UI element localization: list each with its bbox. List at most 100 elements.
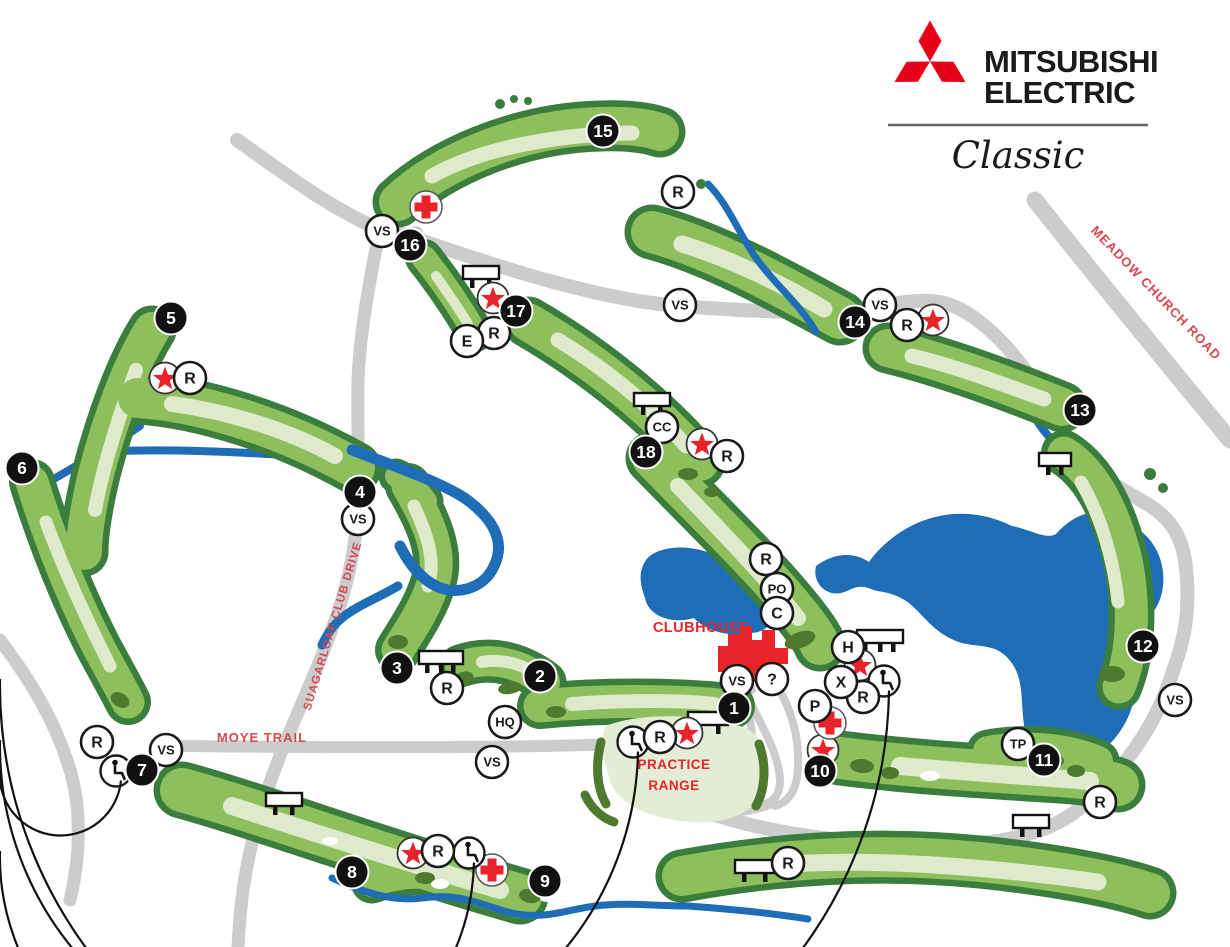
svg-text:R: R bbox=[654, 730, 666, 747]
marker-R: R bbox=[660, 174, 696, 210]
hole-marker-17: 17 bbox=[498, 293, 534, 329]
marker-R: R bbox=[476, 315, 512, 351]
area-label-practice-range: PRACTICE bbox=[637, 757, 710, 772]
marker-VS: VS bbox=[474, 744, 510, 780]
hole-marker-1: 1 bbox=[716, 690, 752, 726]
marker-HQ: HQ bbox=[487, 704, 523, 740]
svg-text:R: R bbox=[782, 856, 794, 873]
fairway-landing-area bbox=[891, 757, 1099, 790]
svg-text:7: 7 bbox=[137, 760, 147, 780]
fairways bbox=[9, 100, 1177, 925]
svg-text:10: 10 bbox=[810, 761, 830, 781]
creek-hole3-tail bbox=[317, 581, 403, 650]
marker-VS: VS bbox=[364, 213, 400, 249]
tree bbox=[1144, 468, 1156, 480]
svg-text:8: 8 bbox=[347, 862, 357, 882]
svg-text:R: R bbox=[1094, 795, 1106, 812]
main-lake bbox=[815, 512, 1164, 765]
marker-VS: VS bbox=[1157, 682, 1193, 718]
bush bbox=[110, 692, 130, 708]
svg-text:2: 2 bbox=[535, 666, 545, 686]
marker-VS: VS bbox=[862, 287, 898, 323]
marker-VS: VS bbox=[148, 732, 184, 768]
concession-star-icon bbox=[916, 303, 950, 337]
grandstand-icon bbox=[1037, 451, 1073, 475]
svg-text:R: R bbox=[91, 735, 103, 752]
marker-P: P bbox=[797, 688, 833, 724]
fairway-landing-area bbox=[565, 694, 721, 711]
logo-tagline: Classic bbox=[952, 134, 1085, 177]
svg-text:X: X bbox=[836, 675, 847, 692]
marker-R: R bbox=[172, 360, 208, 396]
grandstand-icon bbox=[1011, 813, 1051, 837]
bush bbox=[1067, 765, 1085, 777]
marker-TP: TP bbox=[1000, 726, 1036, 762]
svg-text:18: 18 bbox=[636, 442, 656, 462]
svg-text:14: 14 bbox=[845, 312, 865, 332]
road-label-sugarloaf-club-drive: SUAGARLOAF CLUB DRIVE bbox=[302, 540, 365, 711]
svg-text:R: R bbox=[857, 690, 869, 707]
svg-text:R: R bbox=[488, 326, 500, 343]
hole-marker-7: 7 bbox=[124, 752, 160, 788]
first-aid-cross-icon bbox=[409, 190, 443, 224]
bunker bbox=[322, 837, 338, 845]
grandstand-icon bbox=[733, 858, 777, 882]
svg-text:9: 9 bbox=[540, 871, 550, 891]
fairway-landing-area bbox=[1074, 475, 1125, 609]
bush bbox=[704, 487, 720, 497]
hole-marker-18: 18 bbox=[628, 434, 664, 470]
grandstand-icon bbox=[264, 791, 304, 815]
svg-text:11: 11 bbox=[1035, 750, 1054, 770]
svg-text:4: 4 bbox=[355, 482, 365, 502]
hole-marker-9: 9 bbox=[527, 863, 563, 899]
marker-VS: VS bbox=[719, 663, 755, 699]
svg-text:?: ? bbox=[767, 672, 777, 689]
svg-text:5: 5 bbox=[166, 308, 176, 328]
fairway-landing-area bbox=[781, 853, 1107, 891]
svg-text:16: 16 bbox=[400, 235, 420, 255]
svg-text:R: R bbox=[672, 185, 684, 202]
bush bbox=[678, 468, 698, 480]
hole-marker-2: 2 bbox=[522, 658, 558, 694]
grandstand-icon bbox=[417, 649, 465, 673]
hole-marker-11: 11 bbox=[1026, 742, 1062, 778]
svg-text:13: 13 bbox=[1070, 400, 1090, 420]
svg-text:6: 6 bbox=[17, 458, 27, 478]
bush bbox=[784, 630, 816, 650]
tree bbox=[524, 97, 532, 105]
hole-marker-6: 6 bbox=[4, 450, 40, 486]
bunker bbox=[431, 879, 449, 889]
svg-text:R: R bbox=[760, 552, 772, 569]
tree bbox=[510, 95, 518, 103]
area-label-practice-range: RANGE bbox=[648, 778, 699, 793]
svg-text:12: 12 bbox=[1133, 636, 1153, 656]
svg-text:3: 3 bbox=[392, 658, 402, 678]
marker-R: R bbox=[889, 307, 925, 343]
tree bbox=[696, 179, 706, 189]
fairway-landing-area bbox=[904, 348, 1052, 407]
hole-marker-8: 8 bbox=[334, 854, 370, 890]
marker-R: R bbox=[709, 438, 745, 474]
bush bbox=[850, 758, 874, 774]
svg-text:P: P bbox=[810, 699, 821, 716]
svg-text:E: E bbox=[462, 334, 473, 351]
marker-C: C bbox=[759, 595, 795, 631]
svg-text:VS: VS bbox=[728, 674, 746, 689]
marker-R: R bbox=[642, 719, 678, 755]
svg-text:H: H bbox=[842, 640, 854, 657]
svg-text:R: R bbox=[721, 449, 733, 466]
svg-text:VS: VS bbox=[157, 743, 175, 758]
fairway-landing-area bbox=[164, 396, 343, 464]
hole-marker-4: 4 bbox=[342, 474, 378, 510]
hole-marker-5: 5 bbox=[153, 300, 189, 336]
wheelchair-accessible-icon bbox=[0, 725, 650, 947]
logo-brand-line2: ELECTRIC bbox=[984, 75, 1135, 110]
marker-R: R bbox=[1082, 784, 1118, 820]
marker-VS: VS bbox=[340, 501, 376, 537]
svg-text:R: R bbox=[432, 844, 444, 861]
road-southwest bbox=[0, 633, 85, 907]
svg-text:VS: VS bbox=[1166, 693, 1184, 708]
hole-marker-16: 16 bbox=[392, 227, 428, 263]
